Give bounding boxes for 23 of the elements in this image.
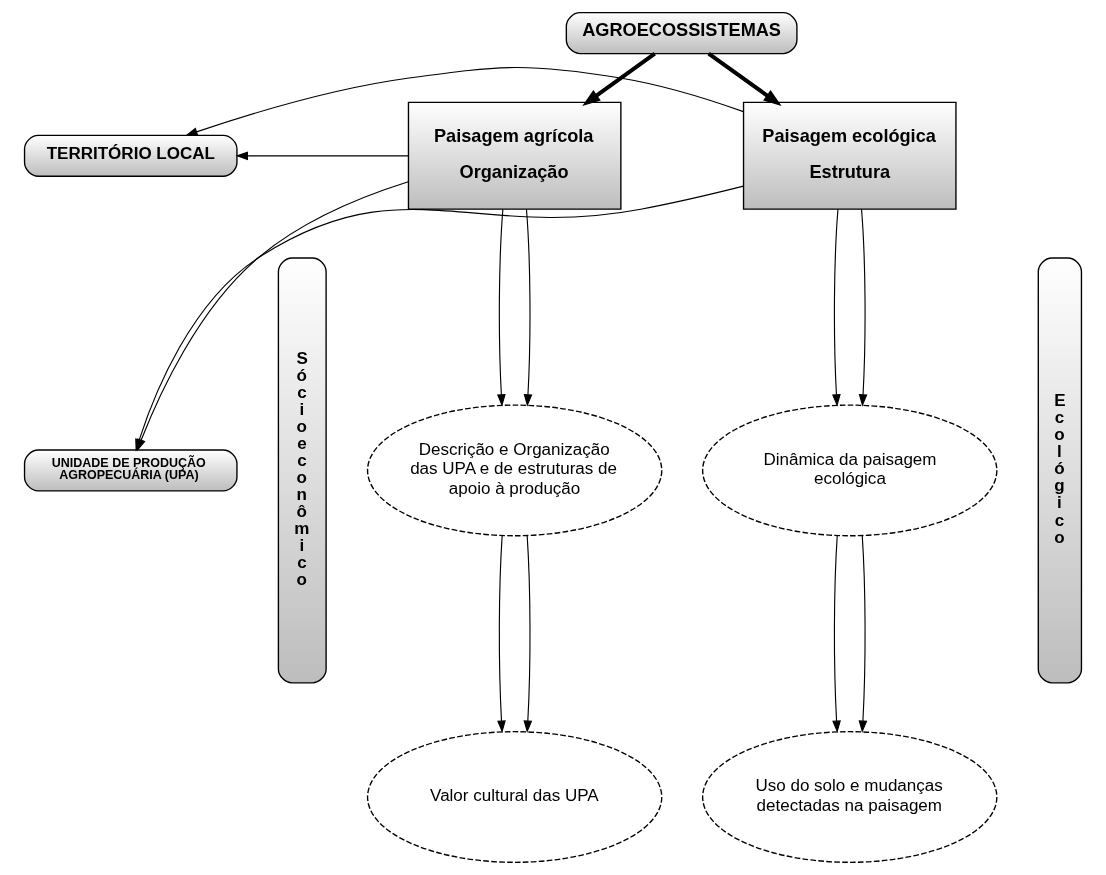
arrow	[185, 66, 744, 136]
arrow	[497, 535, 506, 734]
arrow	[832, 535, 841, 734]
node-box: Paisagem agrícola Organização	[407, 101, 622, 210]
node-box: Ecológico	[1037, 257, 1083, 684]
node-box: UNIDADE DE PRODUÇÃO AGROPECUÁRIA (UPA)	[23, 449, 238, 492]
arrow	[858, 208, 868, 407]
node-box: AGROECOSSISTEMAS	[565, 12, 798, 55]
node-ellipse: Uso do solo e mudanças detectadas na paisagem	[701, 731, 998, 863]
node-ellipse: Valor cultural das UPA	[366, 731, 663, 863]
arrow	[832, 208, 841, 407]
arrow	[235, 151, 410, 161]
arrow	[858, 535, 868, 734]
node-box: TERRITÓRIO LOCAL	[23, 134, 238, 177]
arrow	[523, 535, 533, 734]
node-box: Sócioeconômico	[277, 257, 327, 684]
arrow	[582, 52, 656, 106]
node-box: Paisagem ecológica Estrutura	[742, 101, 957, 210]
arrow	[523, 208, 533, 407]
arrow	[496, 208, 506, 407]
arrow	[707, 52, 782, 106]
node-ellipse: Dinâmica da paisagem ecológica	[701, 404, 998, 537]
node-ellipse: Descrição e Organização das UPA e de estruturas de apoio à produção	[366, 404, 663, 537]
